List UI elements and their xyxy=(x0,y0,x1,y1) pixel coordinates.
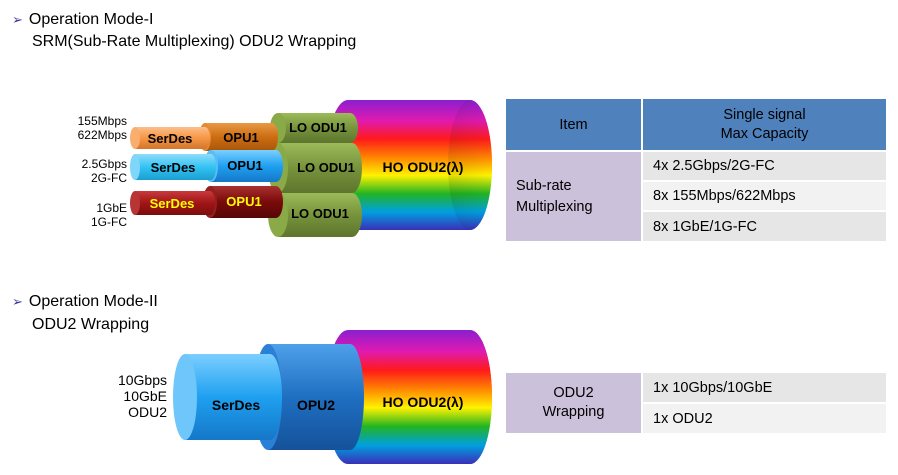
mode2-diagram: SerDes OPU2 HO ODU2(λ) xyxy=(173,330,492,464)
serdes-cylinder xyxy=(173,354,282,440)
mode1-label-1gbe: 1GbE 1G-FC xyxy=(40,201,127,229)
mode1-diagram: SerDes SerDes SerDes OPU1 OPU1 OPU1 LO O… xyxy=(130,100,492,237)
serdes-cylinder xyxy=(130,127,210,149)
capacity-cell: 8x 155Mbps/622Mbps xyxy=(642,181,886,212)
capacity-cell: 1x ODU2 xyxy=(642,403,886,433)
label-line: 1GbE xyxy=(96,201,127,215)
capacity-cell: 4x 2.5Gbps/2G-FC xyxy=(642,151,886,182)
serdes-label: SerDes xyxy=(148,131,193,146)
serdes-label: SerDes xyxy=(150,196,195,211)
item-line: Wrapping xyxy=(542,404,605,420)
serdes-cylinder xyxy=(130,154,216,180)
mode1-label-155-622: 155Mbps 622Mbps xyxy=(40,114,127,142)
mode2-heading: ➢ Operation Mode-II xyxy=(12,292,158,312)
item-cell: ODU2 Wrapping xyxy=(506,373,643,433)
ho-odu2-cylinder xyxy=(326,100,492,230)
mode2-label: 10Gbps 10GbE ODU2 xyxy=(70,372,167,420)
item-line: Sub-rate xyxy=(516,177,572,194)
item-cell: Sub-rate Multiplexing xyxy=(506,151,643,241)
label-line: ODU2 xyxy=(128,404,167,420)
mode2-subtitle: ODU2 Wrapping xyxy=(32,316,150,333)
mode2-capacity-table: ODU2 Wrapping 1x 10Gbps/10GbE 1x ODU2 xyxy=(506,373,886,433)
lo-odu1-label: LO ODU1 xyxy=(289,120,347,135)
table-row: Sub-rate Multiplexing 4x 2.5Gbps/2G-FC xyxy=(506,151,886,241)
label-line: 1G-FC xyxy=(91,215,127,229)
lo-odu1-label: LO ODU1 xyxy=(297,160,355,175)
opu1-label: OPU1 xyxy=(223,130,258,145)
label-line: 155Mbps xyxy=(77,114,127,128)
label-line: 2.5Gbps xyxy=(81,157,127,171)
serdes-cylinder xyxy=(130,191,215,215)
mode1-label-2g5: 2.5Gbps 2G-FC xyxy=(40,157,127,185)
bullet-arrow-icon: ➢ xyxy=(12,294,23,309)
opu2-label: OPU2 xyxy=(297,397,335,413)
item-line: ODU2 xyxy=(553,385,594,401)
mode2-title: Operation Mode-II xyxy=(28,293,158,310)
table-row: 8x 155Mbps/622Mbps xyxy=(506,181,886,212)
mode1-capacity-table: Item Single signal Max Capacity Sub-rate… xyxy=(506,99,886,241)
table-row: 8x 1GbE/1G-FC xyxy=(506,211,886,241)
label-line: 2G-FC xyxy=(91,171,127,185)
lo-odu1-label: LO ODU1 xyxy=(291,206,349,221)
table-row: 1x ODU2 xyxy=(506,403,886,433)
header-capacity-line: Max Capacity xyxy=(720,125,809,142)
serdes-label: SerDes xyxy=(151,160,196,175)
table-row: ODU2 Wrapping 1x 10Gbps/10GbE xyxy=(506,373,886,433)
serdes-label: SerDes xyxy=(212,397,260,413)
label-line: 622Mbps xyxy=(77,128,127,142)
capacity-cell: 1x 10Gbps/10GbE xyxy=(642,373,886,404)
ho-odu2-label: HO ODU2(λ) xyxy=(383,159,464,175)
ho-odu2-label: HO ODU2(λ) xyxy=(383,394,464,410)
label-line: 10Gbps xyxy=(117,372,167,388)
mode1-heading: ➢ Operation Mode-I xyxy=(12,10,153,30)
table-header-row: Item Single signal Max Capacity xyxy=(506,99,886,152)
mode1-subtitle: SRM(Sub-Rate Multiplexing) ODU2 Wrapping xyxy=(32,33,357,50)
header-capacity-line: Single signal xyxy=(723,106,806,123)
opu1-label: OPU1 xyxy=(227,158,262,173)
bullet-arrow-icon: ➢ xyxy=(12,12,23,27)
item-line: Multiplexing xyxy=(516,198,593,215)
mode1-title: Operation Mode-I xyxy=(28,11,154,28)
header-capacity: Single signal Max Capacity xyxy=(642,99,886,152)
header-item: Item xyxy=(506,99,643,152)
opu1-label: OPU1 xyxy=(226,194,261,209)
label-line: 10GbE xyxy=(123,388,167,404)
capacity-cell: 8x 1GbE/1G-FC xyxy=(642,211,886,241)
